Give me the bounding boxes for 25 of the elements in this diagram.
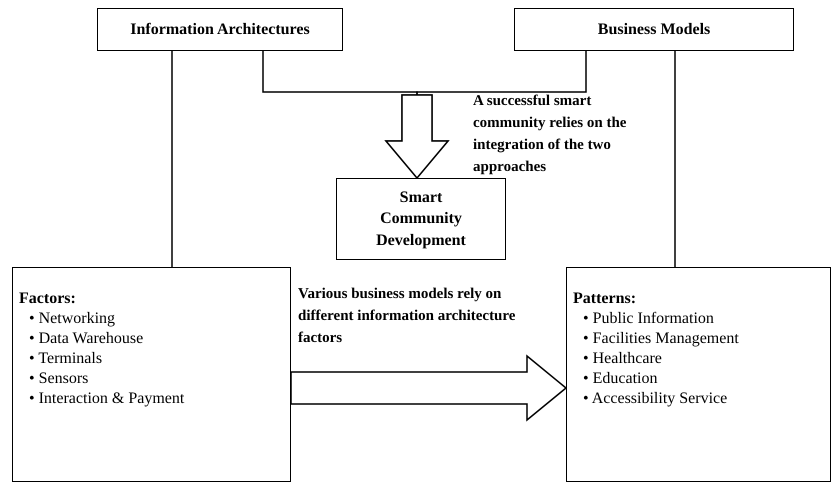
heading-box — [514, 8, 794, 51]
list-item: • Data Warehouse — [29, 329, 144, 349]
annotation-text: Various business models rely on different information architecture factors — [298, 285, 516, 348]
list-item: • Public Information — [583, 309, 714, 329]
box-title: Information Architectures — [130, 20, 310, 40]
process-box — [336, 178, 506, 260]
connector-line — [171, 51, 173, 267]
box-title: Smart Community Development — [375, 188, 467, 251]
list-box — [12, 267, 291, 482]
annotation-text: A successful smart community relies on the integration of the two approaches — [473, 92, 628, 177]
list-heading: Factors: — [19, 290, 76, 308]
list-item: • Education — [583, 369, 658, 389]
list-item: • Sensors — [29, 369, 88, 389]
list-item: • Terminals — [29, 349, 102, 369]
list-item: • Networking — [29, 309, 116, 329]
list-box — [566, 267, 831, 482]
box-title: Business Models — [598, 20, 710, 40]
list-item: • Healthcare — [583, 349, 662, 369]
list-item: • Facilities Management — [583, 329, 739, 349]
block-arrow — [290, 354, 568, 422]
connector-line — [674, 51, 676, 267]
heading-box — [97, 8, 343, 51]
list-heading: Patterns: — [573, 290, 636, 308]
list-item: • Interaction & Payment — [29, 389, 184, 409]
list-item: • Accessibility Service — [583, 389, 728, 409]
